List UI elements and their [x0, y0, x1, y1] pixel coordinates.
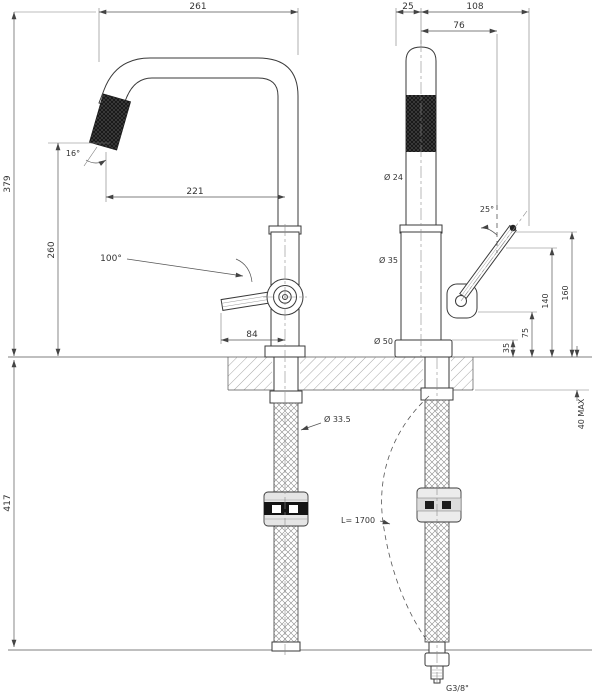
dim-outlet-height: 260: [47, 241, 57, 258]
side-spray-grip: [88, 93, 132, 151]
dim-handle-reach: 84: [246, 330, 258, 340]
dim-handle-span: 108: [466, 2, 483, 12]
dim-connection-thread: G3/8": [446, 684, 469, 693]
dim-hose-length: L= 1700: [341, 516, 375, 525]
side-spout: [98, 57, 299, 235]
dim-base-height: 35: [502, 343, 511, 353]
dim-spout-diameter: Ø 24: [384, 172, 403, 182]
side-view: [88, 57, 309, 652]
dim-lever-angle: 25°: [480, 205, 494, 214]
front-hose-weight: [416, 487, 462, 523]
dimensions: 261 379 260 221 16° 100° 84 417 Ø 33.5: [3, 2, 589, 693]
dim-spout-span: 261: [189, 2, 206, 12]
front-base-flange: [394, 339, 453, 358]
dim-body-diameter: Ø 35: [379, 255, 398, 265]
dim-under-height: 417: [3, 494, 13, 511]
dim-overall-height: 379: [3, 175, 13, 192]
dim-base-diameter: Ø 50: [374, 336, 393, 346]
dim-mid-height: 75: [521, 328, 530, 338]
dim-pivot-height: 140: [541, 293, 550, 308]
dim-spout-reach: 221: [186, 187, 203, 197]
dim-upper-span: 76: [453, 21, 465, 31]
dim-center-offset: 25: [402, 2, 413, 12]
dim-handle-arc: 100°: [100, 254, 122, 264]
dim-outlet-angle: 16°: [66, 149, 80, 158]
side-hose-weight: [263, 491, 309, 527]
centerlines: [284, 40, 438, 686]
front-handle: [446, 224, 517, 319]
side-shank: [273, 356, 299, 394]
side-braided-hose: [271, 402, 301, 652]
dim-hose-diameter: Ø 33.5: [324, 414, 351, 424]
countertop-section: [227, 357, 474, 391]
dim-counter-max: 40 MAX: [577, 398, 586, 429]
side-hose-ferrule: [269, 390, 303, 404]
dim-lever-top-height: 160: [561, 285, 570, 300]
